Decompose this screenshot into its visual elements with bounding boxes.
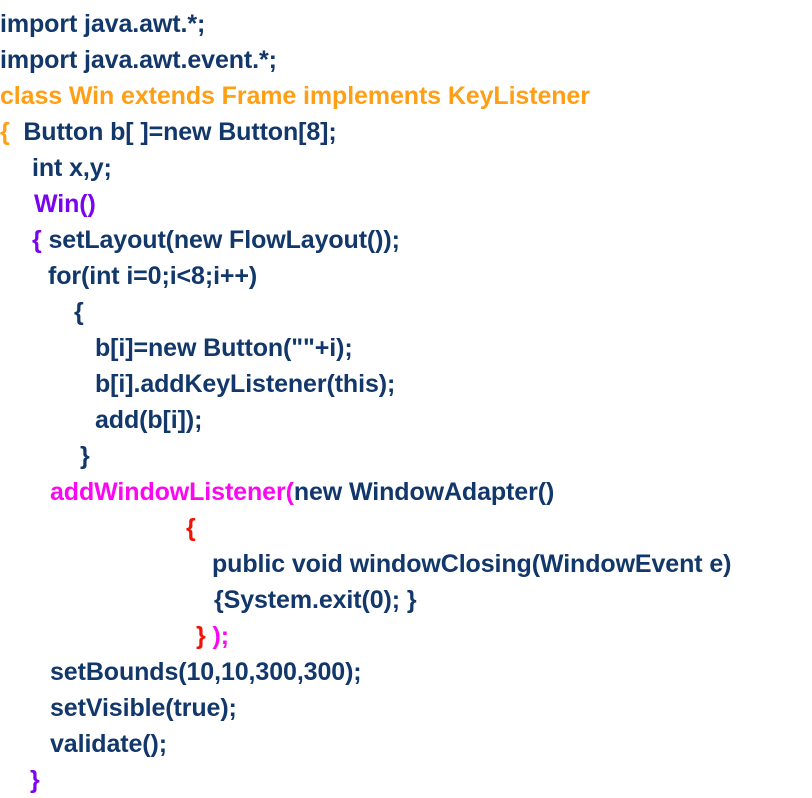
code-token: } bbox=[80, 442, 90, 470]
code-listing: import java.awt.*; import java.awt.event.… bbox=[0, 6, 812, 794]
code-line: setBounds(10,10,300,300); bbox=[0, 654, 812, 690]
code-token: { bbox=[74, 298, 84, 326]
code-line: for(int i=0;i<8;i++) bbox=[0, 258, 812, 294]
code-token: setVisible(true); bbox=[50, 694, 237, 722]
code-token: { bbox=[32, 226, 42, 254]
code-token: Win() bbox=[34, 190, 96, 218]
code-token: import java.awt.*; bbox=[0, 10, 206, 38]
code-token: addWindowListener( bbox=[50, 478, 294, 506]
code-token bbox=[206, 622, 213, 650]
code-line: add(b[i]); bbox=[0, 402, 812, 438]
code-line: {System.exit(0); } bbox=[0, 582, 812, 618]
code-token: ); bbox=[212, 622, 230, 650]
code-token: setBounds(10,10,300,300); bbox=[50, 658, 362, 686]
code-token: int x,y; bbox=[32, 154, 112, 182]
code-line: int x,y; bbox=[0, 150, 812, 186]
code-line: import java.awt.event.*; bbox=[0, 42, 812, 78]
code-line: import java.awt.*; bbox=[0, 6, 812, 42]
code-token: public void windowClosing(WindowEvent e) bbox=[212, 550, 732, 578]
code-line: } bbox=[0, 762, 812, 798]
code-line: b[i]=new Button(""+i); bbox=[0, 330, 812, 366]
code-line: public void windowClosing(WindowEvent e) bbox=[0, 546, 812, 582]
code-line: Win() bbox=[0, 186, 812, 222]
code-line: b[i].addKeyListener(this); bbox=[0, 366, 812, 402]
code-token: { bbox=[186, 514, 196, 542]
code-line: { setLayout(new FlowLayout()); bbox=[0, 222, 812, 258]
code-token: } bbox=[30, 766, 40, 794]
code-token: validate(); bbox=[50, 730, 167, 758]
code-token: setLayout(new FlowLayout()); bbox=[41, 226, 400, 254]
code-token: class Win extends Frame implements KeyLi… bbox=[0, 82, 590, 110]
code-token: {System.exit(0); } bbox=[214, 586, 417, 614]
code-token: b[i]=new Button(""+i); bbox=[95, 334, 353, 362]
code-token: for(int i=0;i<8;i++) bbox=[48, 262, 258, 290]
code-token: add(b[i]); bbox=[95, 406, 203, 434]
code-line: { Button b[ ]=new Button[8]; bbox=[0, 114, 812, 150]
code-line: addWindowListener(new WindowAdapter() bbox=[0, 474, 812, 510]
code-line: class Win extends Frame implements KeyLi… bbox=[0, 78, 812, 114]
code-token: Button b[ ]=new Button[8]; bbox=[9, 118, 337, 146]
code-line: } bbox=[0, 438, 812, 474]
code-line: } ); bbox=[0, 618, 812, 654]
code-token: } bbox=[196, 622, 206, 650]
code-token: b[i].addKeyListener(this); bbox=[95, 370, 396, 398]
code-token: { bbox=[0, 118, 10, 146]
code-token: import java.awt.event.*; bbox=[0, 46, 277, 74]
code-line: { bbox=[0, 510, 812, 546]
code-token: new WindowAdapter() bbox=[293, 478, 555, 506]
code-line: setVisible(true); bbox=[0, 690, 812, 726]
code-line: { bbox=[0, 294, 812, 330]
code-line: validate(); bbox=[0, 726, 812, 762]
